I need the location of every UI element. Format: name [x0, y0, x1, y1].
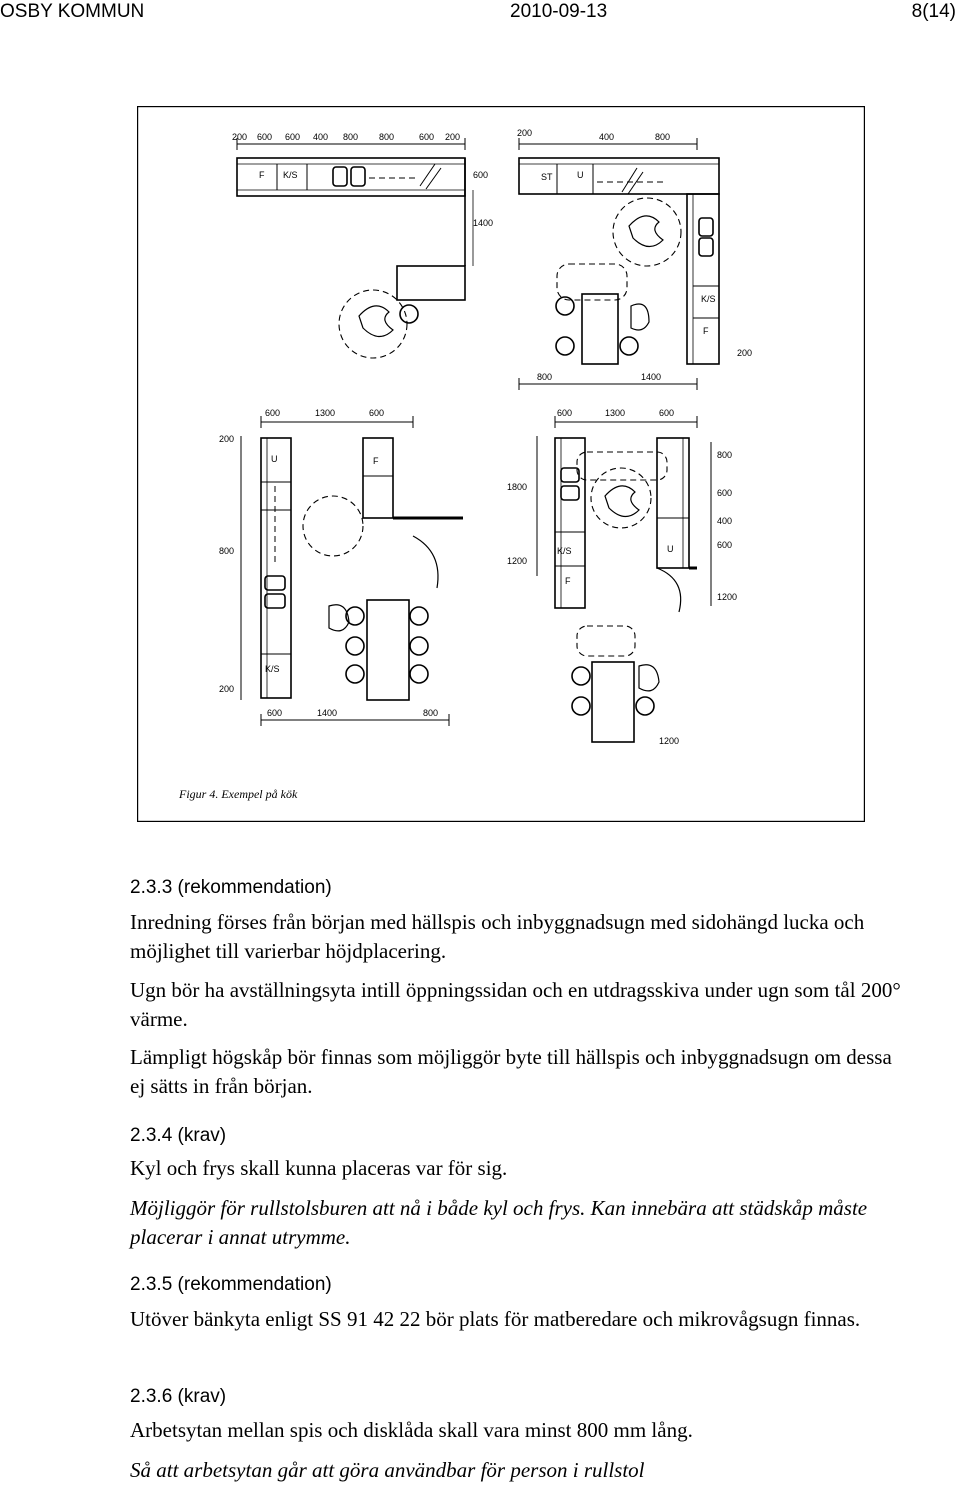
- dim-label: 600: [473, 170, 488, 180]
- dim-label: 800: [379, 132, 394, 142]
- unit-label: F: [259, 170, 265, 180]
- paragraph-italic: Möjliggör för rullstolsburen att nå i bå…: [130, 1196, 868, 1249]
- dim-label: 600: [717, 488, 732, 498]
- header-org: OSBY KOMMUN: [0, 1, 145, 22]
- dim-label: 1200: [659, 736, 679, 746]
- dim-label: 200: [517, 128, 532, 138]
- unit-label: F: [565, 576, 571, 586]
- plan-u-kitchen: [518, 138, 720, 390]
- dim-label: 200: [219, 434, 234, 444]
- section-heading: 2.3.5 (rekommendation): [130, 1274, 332, 1295]
- unit-label: U: [577, 170, 584, 180]
- unit-label: U: [271, 454, 278, 464]
- dim-label: 200: [445, 132, 460, 142]
- unit-label: ST: [541, 172, 553, 182]
- dim-label: 800: [423, 708, 438, 718]
- dim-label: 800: [537, 372, 552, 382]
- dim-label: 1400: [473, 218, 493, 228]
- unit-label: F: [703, 326, 709, 336]
- dim-label: 200: [219, 684, 234, 694]
- plan-galley-kitchen: [240, 416, 463, 726]
- figure-frame: [137, 106, 865, 822]
- header-date: 2010-09-13: [510, 1, 608, 22]
- dim-label: 600: [267, 708, 282, 718]
- section-heading: 2.3.4 (krav): [130, 1125, 227, 1146]
- unit-label: K/S: [701, 294, 716, 304]
- unit-label: F: [373, 456, 379, 466]
- dim-label: 1300: [605, 408, 625, 418]
- dim-label: 1300: [315, 408, 335, 418]
- section-heading: 2.3.3 (rekommendation): [130, 877, 332, 898]
- paragraph: Inredning förses från början med hällspi…: [130, 910, 865, 963]
- plan-corner-kitchen: [536, 416, 712, 743]
- dim-label: 600: [285, 132, 300, 142]
- unit-label: K/S: [265, 664, 280, 674]
- unit-label: K/S: [283, 170, 298, 180]
- dim-label: 600: [419, 132, 434, 142]
- unit-label: K/S: [557, 546, 572, 556]
- dim-label: 1200: [507, 556, 527, 566]
- dim-label: 800: [343, 132, 358, 142]
- dim-label: 1400: [317, 708, 337, 718]
- dim-label: 800: [655, 132, 670, 142]
- dim-label: 600: [659, 408, 674, 418]
- figure-labels: 200 600 600 400 800 800 600 200 600 1400…: [178, 128, 752, 801]
- dim-label: 1200: [717, 592, 737, 602]
- dim-label: 200: [232, 132, 247, 142]
- dim-label: 400: [717, 516, 732, 526]
- paragraph: Arbetsytan mellan spis och disklåda skal…: [130, 1418, 693, 1442]
- paragraph: Utöver bänkyta enligt SS 91 42 22 bör pl…: [130, 1307, 861, 1331]
- dim-label: 400: [599, 132, 614, 142]
- dim-label: 800: [219, 546, 234, 556]
- dim-label: 600: [557, 408, 572, 418]
- dim-label: 600: [257, 132, 272, 142]
- kitchen-plan-figure: 200 600 600 400 800 800 600 200 600 1400…: [137, 106, 865, 822]
- dim-label: 1800: [507, 482, 527, 492]
- paragraph-italic: Så att arbetsytan går att göra användbar…: [130, 1458, 645, 1482]
- paragraph: Lämpligt högskåp bör finnas som möjliggö…: [130, 1045, 892, 1098]
- paragraph: Ugn bör ha avställningsyta intill öppnin…: [130, 978, 901, 1031]
- dim-label: 1400: [641, 372, 661, 382]
- section-heading: 2.3.6 (krav): [130, 1386, 227, 1407]
- plan-l-kitchen: [236, 138, 474, 359]
- dim-label: 800: [717, 450, 732, 460]
- paragraph: Kyl och frys skall kunna placeras var fö…: [130, 1156, 508, 1180]
- dim-label: 200: [737, 348, 752, 358]
- unit-label: U: [667, 544, 674, 554]
- dim-label: 600: [717, 540, 732, 550]
- figure-caption: Figur 4. Exempel på kök: [178, 787, 298, 801]
- dim-label: 600: [369, 408, 384, 418]
- dim-label: 600: [265, 408, 280, 418]
- dim-label: 400: [313, 132, 328, 142]
- header-page-number: 8(14): [911, 1, 956, 22]
